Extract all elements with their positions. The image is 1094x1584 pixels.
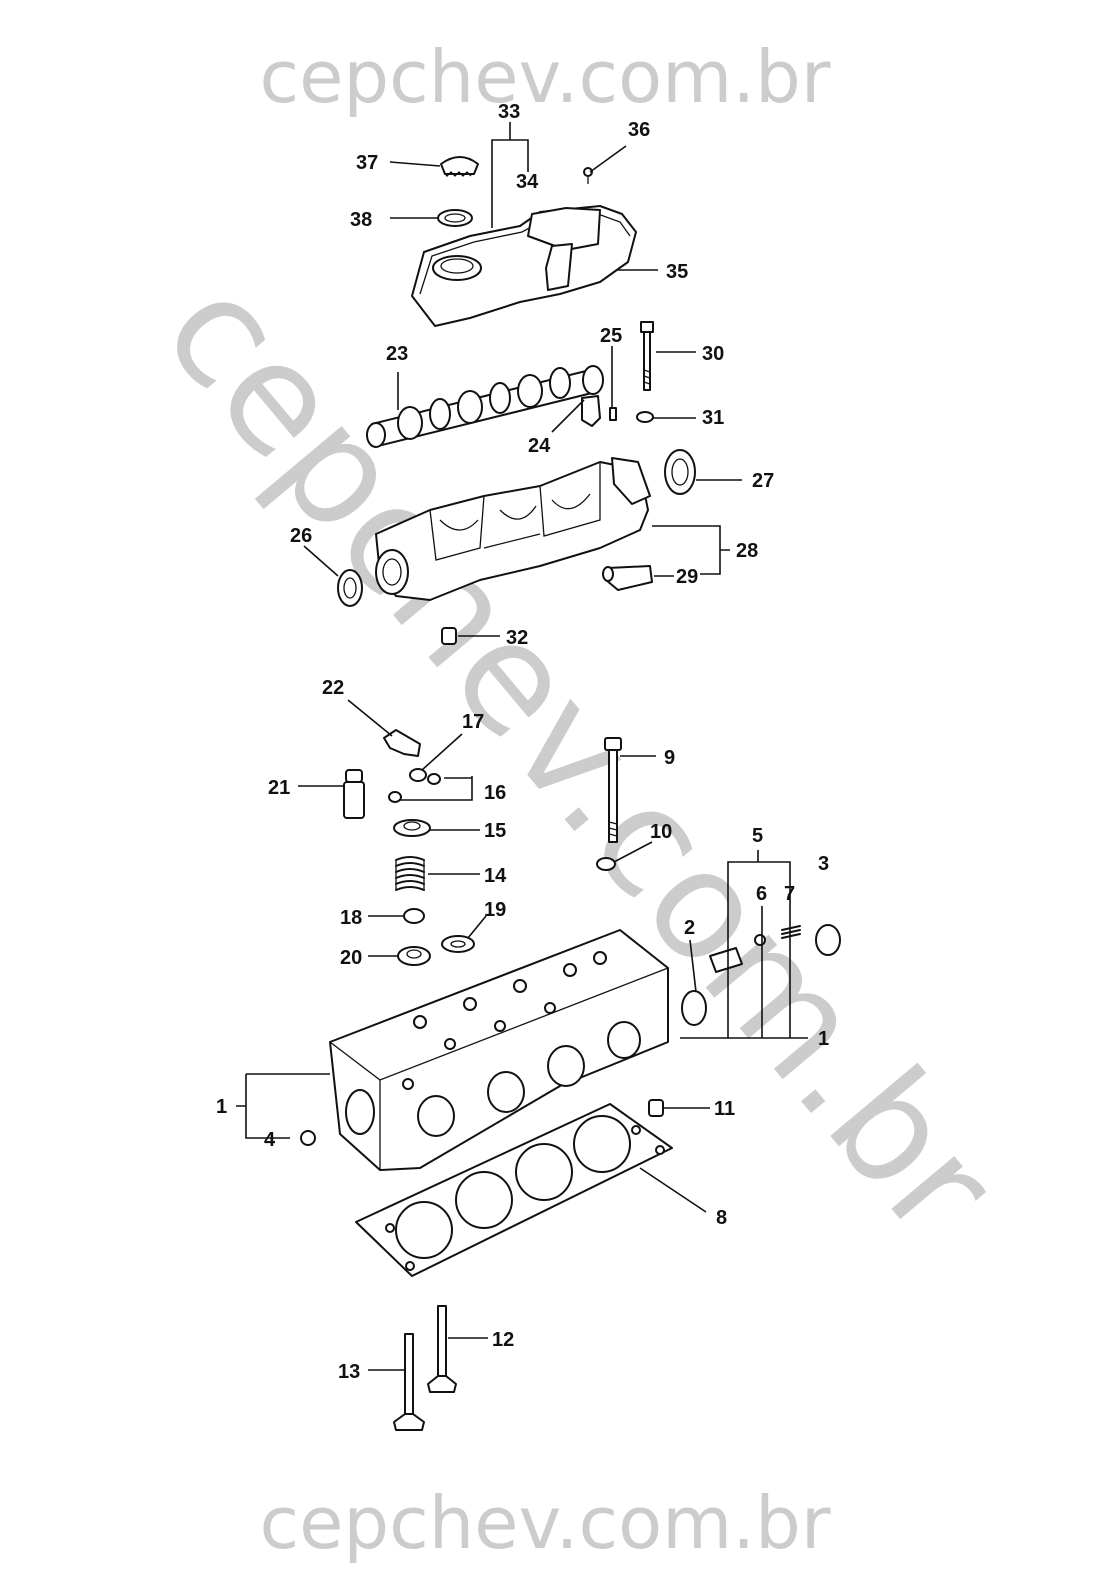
callout-21: 21 xyxy=(268,777,290,799)
callout-20: 20 xyxy=(340,947,362,969)
callout-2: 2 xyxy=(684,917,695,939)
callout-7: 7 xyxy=(784,883,795,905)
callout-15: 15 xyxy=(484,820,506,842)
spring-seat-part-19 xyxy=(441,935,475,953)
callout-6: 6 xyxy=(756,883,767,905)
watermark-bottom: cepchev.com.br xyxy=(260,1481,831,1565)
head-gasket-part xyxy=(355,1103,673,1277)
valve-keeper-part-17 xyxy=(409,768,441,785)
plug-4-part xyxy=(300,1130,316,1146)
camshaft-housing-part xyxy=(375,457,651,601)
plug-29-part xyxy=(602,565,653,591)
callout-12: 12 xyxy=(492,1329,514,1351)
spring-retainer-part xyxy=(393,819,431,837)
valve-13-part xyxy=(393,1333,425,1431)
callout-11: 11 xyxy=(714,1098,735,1120)
callout-13: 13 xyxy=(338,1361,360,1383)
callout-17: 17 xyxy=(462,711,484,733)
cam-cover-part xyxy=(411,205,637,327)
callout-16: 16 xyxy=(484,782,506,804)
callout-22: 22 xyxy=(322,677,344,699)
valve-keeper-part-16 xyxy=(388,791,402,803)
callout-24: 24 xyxy=(528,435,551,457)
watermark-diagonal: cepchev.com.br xyxy=(130,246,1028,1269)
rocker-arm-part xyxy=(383,729,421,757)
valve-12-part xyxy=(427,1305,457,1393)
callout-36: 36 xyxy=(628,119,650,141)
leader-lines xyxy=(236,122,808,1371)
callout-10: 10 xyxy=(650,821,672,843)
plug-3-part xyxy=(815,924,841,956)
callout-33: 33 xyxy=(498,101,520,123)
valve-seal-part-18 xyxy=(403,908,425,924)
callout-23: 23 xyxy=(386,343,408,365)
oil-cap-seal-part xyxy=(437,209,473,227)
callout-1-right: 1 xyxy=(818,1028,829,1050)
seal-27-part xyxy=(664,449,696,495)
callout-19: 19 xyxy=(484,899,506,921)
callout-31: 31 xyxy=(702,407,724,429)
callout-18: 18 xyxy=(340,907,362,929)
callout-5: 5 xyxy=(752,825,763,847)
cylinder-head-part xyxy=(329,929,669,1171)
callout-34: 34 xyxy=(516,171,539,193)
callout-4: 4 xyxy=(264,1129,276,1151)
callout-28: 28 xyxy=(736,540,758,562)
valve-lash-adjuster-part xyxy=(343,769,365,819)
callout-29: 29 xyxy=(676,566,698,588)
callout-38: 38 xyxy=(350,209,372,231)
oil-filler-cap-part xyxy=(440,156,479,177)
dowel-11-part xyxy=(648,1099,664,1117)
callout-35: 35 xyxy=(666,261,688,283)
callout-30: 30 xyxy=(702,343,724,365)
bolt-washer-part xyxy=(596,857,616,871)
spring-seat-part-20 xyxy=(397,946,431,966)
callout-14: 14 xyxy=(484,865,507,887)
plug-2-part xyxy=(681,990,707,1026)
valve-spring-part xyxy=(395,856,425,891)
callout-1-left: 1 xyxy=(216,1096,227,1118)
washer-31-part xyxy=(636,411,654,423)
callout-27: 27 xyxy=(752,470,774,492)
watermark-top: cepchev.com.br xyxy=(260,35,831,119)
callout-9: 9 xyxy=(664,747,675,769)
oil-cap-seal-inner xyxy=(444,213,466,223)
bolt-36-part xyxy=(583,167,593,184)
thrust-plate-part xyxy=(581,395,601,427)
callout-25: 25 xyxy=(600,325,622,347)
dowel-pin-part xyxy=(609,407,617,421)
callout-8: 8 xyxy=(716,1207,727,1229)
callout-37: 37 xyxy=(356,152,378,174)
callout-32: 32 xyxy=(506,627,528,649)
head-bolt-part xyxy=(604,737,622,843)
camshaft-part xyxy=(366,365,604,448)
bolt-30-part xyxy=(640,321,654,391)
dowel-32-part xyxy=(441,627,457,645)
seal-26-part xyxy=(337,569,363,607)
callout-3: 3 xyxy=(818,853,829,875)
spring-7-part xyxy=(781,925,801,939)
callout-26: 26 xyxy=(290,525,312,547)
